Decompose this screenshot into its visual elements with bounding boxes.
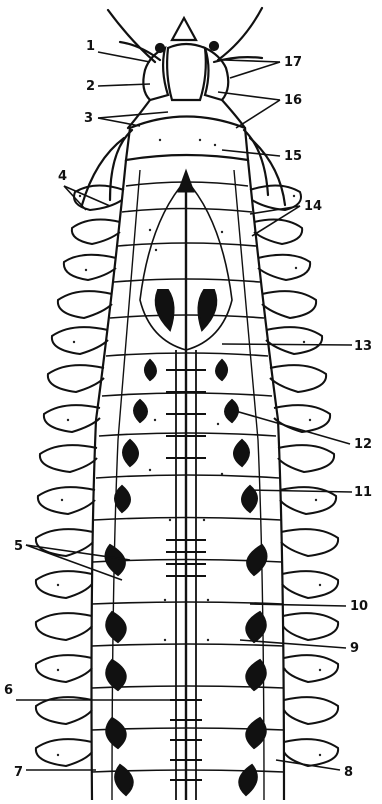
label-5: 5 — [14, 539, 23, 554]
label-1: 1 — [86, 39, 95, 54]
label-6: 6 — [4, 683, 13, 698]
label-15: 15 — [284, 149, 302, 164]
label-3: 3 — [84, 111, 93, 126]
label-14: 14 — [304, 199, 322, 214]
label-10: 10 — [350, 599, 368, 614]
label-8: 8 — [344, 765, 353, 780]
label-17: 17 — [284, 55, 302, 70]
callout-labels: 1 2 3 4 5 6 7 8 9 10 11 12 13 14 15 16 1… — [4, 39, 372, 780]
label-4: 4 — [58, 169, 67, 184]
label-2: 2 — [86, 79, 95, 94]
label-7: 7 — [14, 765, 23, 780]
label-9: 9 — [350, 641, 359, 656]
label-12: 12 — [354, 437, 372, 452]
label-13: 13 — [354, 339, 372, 354]
dorsal-vessel-arrow — [178, 170, 194, 800]
label-11: 11 — [354, 485, 372, 500]
label-16: 16 — [284, 93, 302, 108]
